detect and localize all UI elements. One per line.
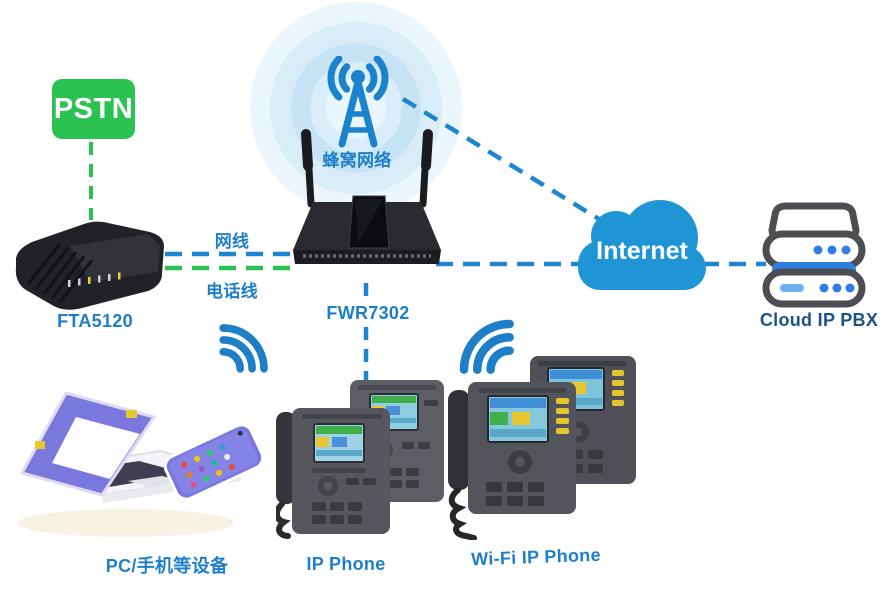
fwr7302-router xyxy=(293,129,441,264)
telephone-line-label: 电话线 xyxy=(206,282,258,301)
cellular-label: 蜂窝网络 xyxy=(322,151,392,170)
pc-devices-label: PC/手机等设备 xyxy=(105,556,229,576)
ethernet-line-label: 网线 xyxy=(214,232,250,251)
internet-label: Internet xyxy=(596,237,688,265)
fta5120-label: FTA5120 xyxy=(57,311,133,331)
smartphone-icon xyxy=(163,423,265,501)
wifi-signal-left-icon xyxy=(219,324,268,373)
ip-phone-label: IP Phone xyxy=(306,554,386,574)
ip-phone-image xyxy=(276,380,444,539)
internet-cloud xyxy=(578,200,706,290)
cellular-internet-line xyxy=(401,97,614,229)
fta5120-device xyxy=(15,221,165,310)
cloud-pbx-label: Cloud IP PBX xyxy=(759,310,879,330)
pstn-badge: PSTN xyxy=(52,79,135,139)
laptop-icon xyxy=(18,391,241,537)
fwr7302-label: FWR7302 xyxy=(310,303,426,324)
cellular-network-icon xyxy=(327,56,389,148)
wifi-ip-phone-image xyxy=(448,356,636,540)
cloud-ip-pbx-icon xyxy=(762,202,866,308)
pstn-label: PSTN xyxy=(53,92,134,125)
wifi-signal-right-icon xyxy=(459,319,514,374)
